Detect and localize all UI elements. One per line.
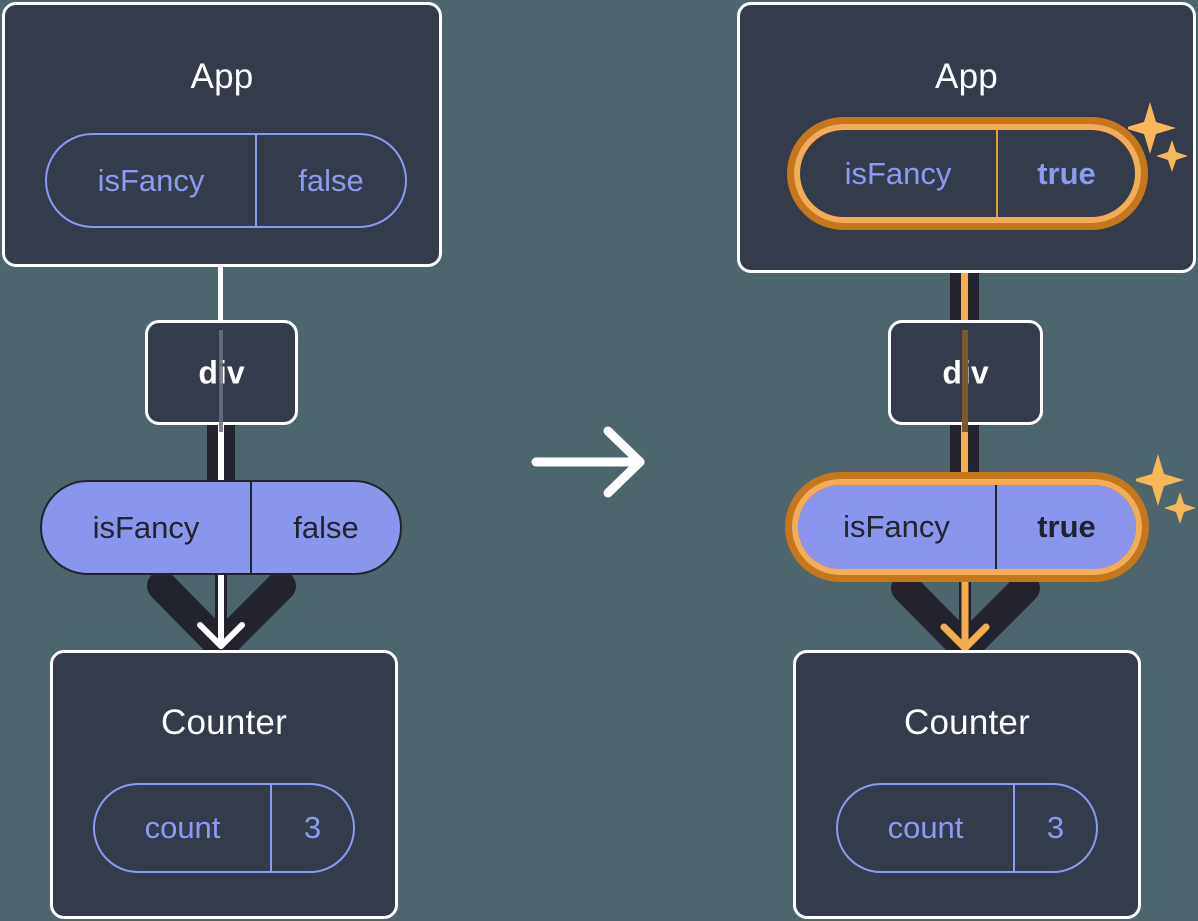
arrow-prop-to-counter-before: [140, 570, 303, 672]
wire-div-to-prop-after-right: [968, 423, 979, 493]
app-state-highlight-ring-after: [787, 117, 1148, 230]
wire-app-to-div-after-left: [950, 225, 961, 325]
app-title-after: App: [935, 57, 998, 96]
wire-div-to-prop-after-center: [961, 423, 968, 493]
prop-key-before: isFancy: [92, 509, 200, 545]
wire-div-to-prop-before-left: [207, 423, 218, 491]
prop-pill-before: isFancy false: [40, 480, 402, 575]
arrow-prop-to-counter-after: [884, 572, 1047, 674]
wire-div-to-prop-before-right: [224, 423, 235, 491]
wire-app-to-div-after-center: [961, 225, 968, 325]
app-panel-before: App isFancy false: [2, 2, 442, 267]
sparkles-icon-app-after: [1124, 100, 1190, 180]
prop-highlight-ring-after: [785, 472, 1149, 582]
wire-app-to-div-after-right: [968, 225, 979, 325]
prop-value-before: false: [250, 482, 400, 573]
counter-state-key-after: count: [887, 810, 964, 845]
transition-arrow: [528, 425, 653, 500]
counter-panel-after: Counter count 3: [793, 650, 1141, 919]
wire-inside-div-after: [962, 330, 968, 432]
app-state-key-before: isFancy: [97, 162, 205, 198]
counter-state-key-before: count: [144, 810, 221, 845]
wire-div-to-prop-after-left: [950, 423, 961, 493]
app-title-before: App: [190, 57, 254, 96]
counter-state-pill-after: count 3: [836, 783, 1098, 873]
counter-state-value-before: 3: [270, 785, 353, 871]
app-state-value-before: false: [255, 135, 405, 226]
counter-state-value-after: 3: [1013, 785, 1096, 871]
wire-app-to-div-before: [218, 262, 223, 324]
wire-div-to-prop-before-center: [218, 423, 224, 491]
counter-state-pill-before: count 3: [93, 783, 355, 873]
wire-inside-div-before: [219, 330, 223, 432]
counter-title-before: Counter: [161, 703, 287, 742]
app-state-pill-before: isFancy false: [45, 133, 407, 228]
counter-panel-before: Counter count 3: [50, 650, 398, 919]
sparkles-icon-prop-after: [1132, 452, 1198, 532]
counter-title-after: Counter: [904, 703, 1030, 742]
